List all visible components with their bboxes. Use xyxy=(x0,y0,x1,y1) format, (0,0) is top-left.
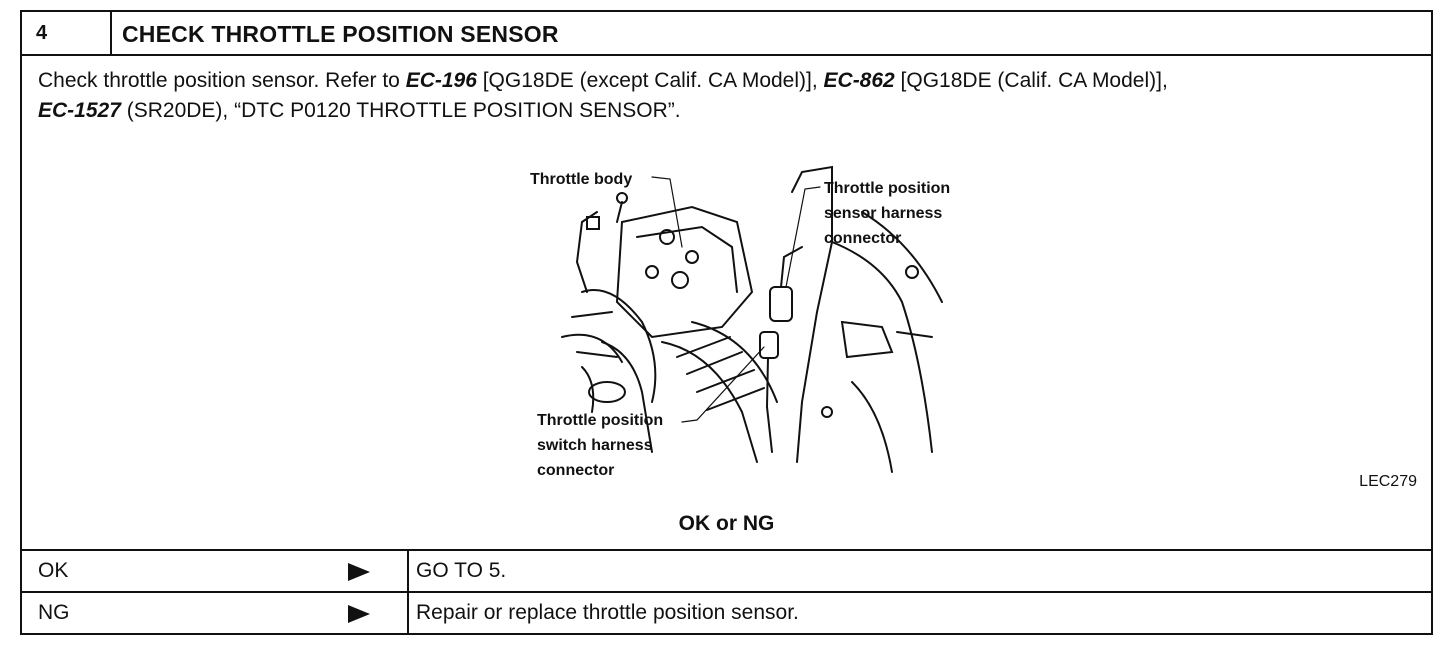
label-tps-sensor-connector: Throttle position sensor harness connect… xyxy=(824,180,951,247)
result-row-ng: NG Repair or replace throttle position s… xyxy=(22,591,1431,633)
result-row-ok: OK GO TO 5. xyxy=(22,549,1431,591)
arrow-right-icon xyxy=(348,563,370,581)
step-header: 4 CHECK THROTTLE POSITION SENSOR xyxy=(22,12,1431,56)
ref-link-ec-862[interactable]: EC-862 xyxy=(823,69,895,92)
result-label: NG xyxy=(38,601,70,624)
instruction-part-3: [QG18DE (Calif. CA Model)], xyxy=(894,69,1168,92)
step-title: CHECK THROTTLE POSITION SENSOR xyxy=(122,21,559,47)
engine-illustration xyxy=(561,165,943,473)
result-heading: OK or NG xyxy=(678,512,775,535)
procedure-table: 4 CHECK THROTTLE POSITION SENSOR Check t… xyxy=(20,10,1433,635)
label-tps-switch-connector: Throttle position switch harness connect… xyxy=(537,412,664,479)
column-divider xyxy=(407,551,409,591)
result-action: GO TO 5. xyxy=(416,559,507,582)
ref-link-ec-1527[interactable]: EC-1527 xyxy=(38,99,121,122)
arrow-right-icon xyxy=(348,605,370,623)
instruction-part-2: [QG18DE (except Calif. CA Model)], xyxy=(476,69,824,92)
label-throttle-body: Throttle body xyxy=(530,171,633,188)
instruction-part-1: Check throttle position sensor. Refer to xyxy=(38,69,406,92)
column-divider xyxy=(407,593,409,633)
result-action: Repair or replace throttle position sens… xyxy=(416,601,799,624)
instruction-part-4: (SR20DE), “DTC P0120 THROTTLE POSITION S… xyxy=(120,99,681,122)
ref-link-ec-196[interactable]: EC-196 xyxy=(405,69,477,92)
engine-diagram: Throttle body Throttle position sensor h… xyxy=(502,152,962,482)
step-number: 4 xyxy=(22,12,112,54)
figure-code: LEC279 xyxy=(1359,473,1417,490)
instruction-text: Check throttle position sensor. Refer to… xyxy=(38,66,1423,126)
result-label: OK xyxy=(38,559,69,582)
